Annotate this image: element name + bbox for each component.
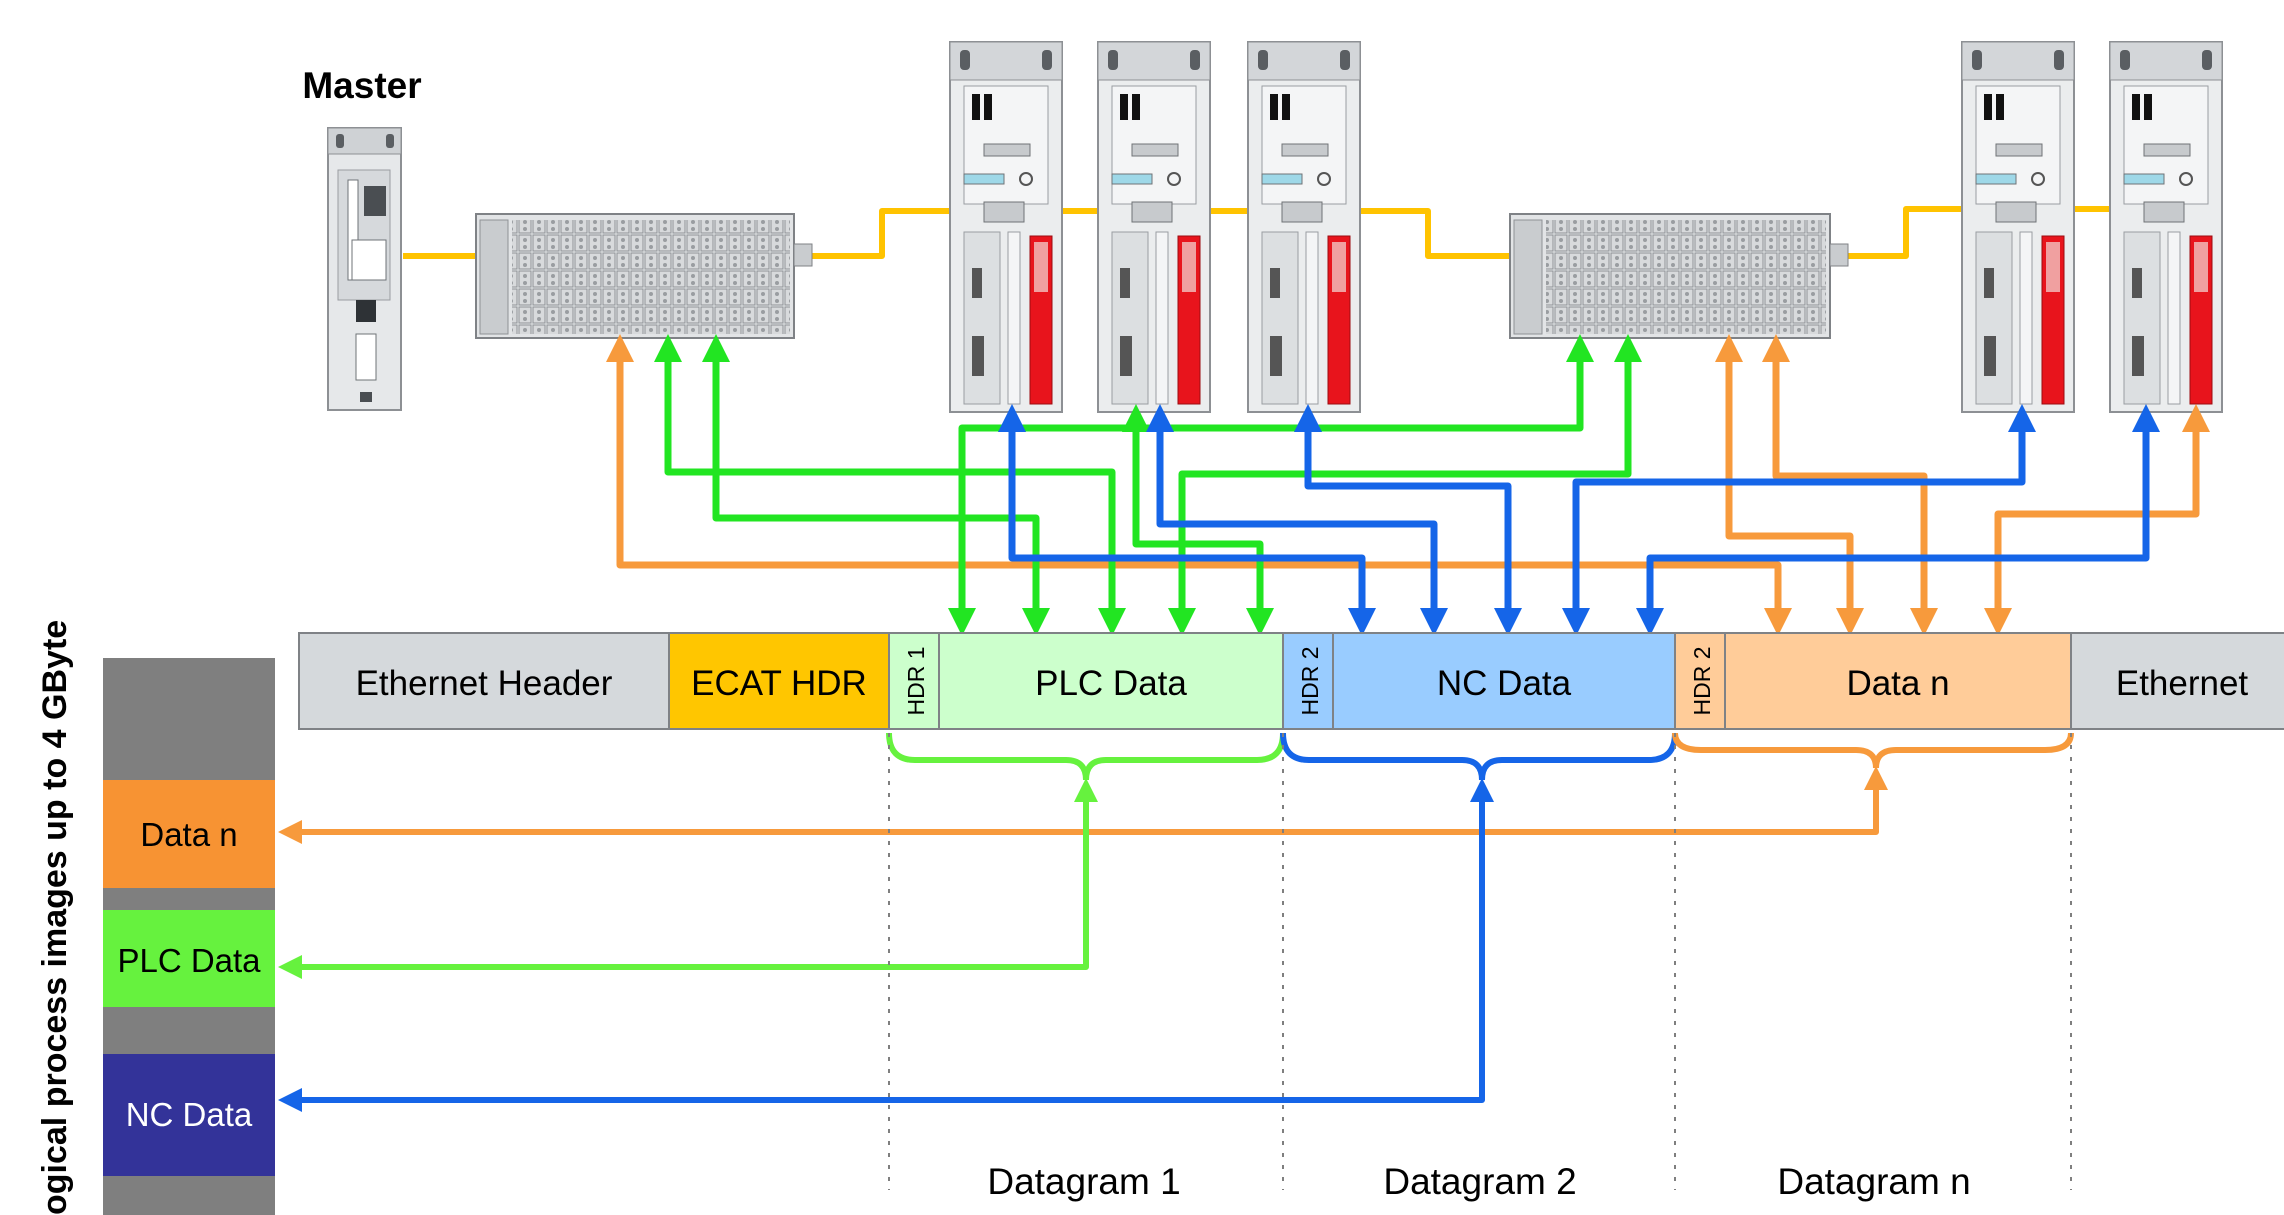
datagram2-brace bbox=[1280, 732, 1678, 781]
frame-ecat-hdr bbox=[668, 632, 890, 730]
data-n-label: Data n bbox=[1846, 664, 1949, 703]
side-title: ogical process images up to 4 GByte bbox=[36, 620, 74, 1215]
datagramn-label: Datagram n bbox=[1777, 1161, 1970, 1202]
io-terminal-block-1 bbox=[475, 213, 813, 339]
io-terminal-block-2 bbox=[1509, 213, 1849, 339]
process-image-plc-data bbox=[103, 910, 275, 1007]
datagram1-brace bbox=[886, 732, 1286, 781]
servo-drive-2 bbox=[1097, 41, 1211, 413]
hdr1-label: HDR 1 bbox=[903, 646, 929, 715]
frame-nc-data bbox=[1332, 632, 1676, 730]
datagram1-label: Datagram 1 bbox=[987, 1161, 1180, 1202]
blue-data-flow bbox=[998, 404, 2160, 636]
ecat-hdr-label: ECAT HDR bbox=[691, 664, 867, 703]
frame-hdr2-nc bbox=[1282, 632, 1334, 730]
process-image-data-n bbox=[103, 780, 275, 888]
hdr2-nc-label: HDR 2 bbox=[1297, 646, 1323, 715]
frame-data-n bbox=[1724, 632, 2072, 730]
master-label: Master bbox=[302, 65, 421, 106]
servo-drive-5 bbox=[2109, 41, 2223, 413]
frame-labels: Ethernet Header ECAT HDR HDR 1 PLC Data … bbox=[356, 646, 2249, 715]
servo-drive-4 bbox=[1961, 41, 2075, 413]
nc-data-label: NC Data bbox=[1437, 664, 1572, 703]
datagram2-label: Datagram 2 bbox=[1383, 1161, 1576, 1202]
ethernet-header-label: Ethernet Header bbox=[356, 664, 613, 703]
master-controller bbox=[327, 127, 402, 411]
datagram-dividers bbox=[888, 733, 2072, 1190]
process-image-plc-data-label: PLC Data bbox=[117, 942, 261, 979]
frame-ethernet-header bbox=[298, 632, 670, 730]
servo-drive-3 bbox=[1247, 41, 1361, 413]
process-image-data-n-label: Data n bbox=[140, 816, 237, 853]
frame-plc-data bbox=[938, 632, 1284, 730]
frame-ethernet-trailer bbox=[2070, 632, 2284, 730]
frame-hdr1 bbox=[888, 632, 940, 730]
datagramn-brace bbox=[1672, 732, 2074, 769]
process-image-nc-data bbox=[103, 1054, 275, 1176]
ethercat-frame bbox=[298, 632, 2284, 730]
process-image-column: Data n PLC Data NC Data bbox=[103, 658, 275, 1215]
nc-to-process-image-arrow bbox=[278, 778, 1494, 1112]
plc-to-process-image-arrow bbox=[278, 778, 1098, 979]
plc-data-label: PLC Data bbox=[1035, 664, 1187, 703]
hdr2-datan-label: HDR 2 bbox=[1689, 646, 1715, 715]
process-image-nc-data-label: NC Data bbox=[126, 1096, 253, 1133]
servo-drive-1 bbox=[949, 41, 1063, 413]
ethernet-trailer-label: Ethernet bbox=[2116, 664, 2249, 703]
